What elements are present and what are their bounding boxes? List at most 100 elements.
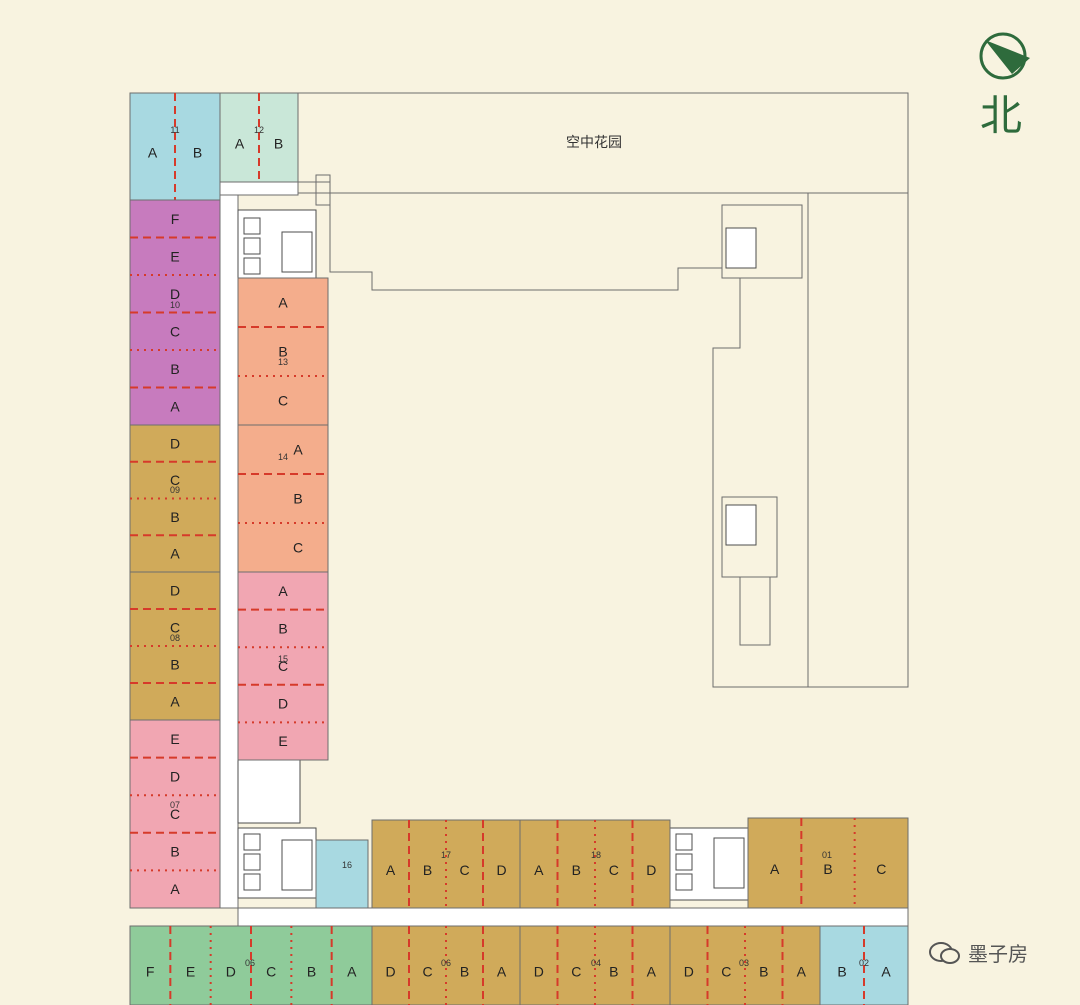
unit-block[interactable] (315, 839, 369, 909)
subunit-label: B (572, 862, 581, 878)
north-arrow: 北 (979, 32, 1030, 140)
subunit-label: F (171, 211, 180, 227)
subunit-label: B (293, 491, 302, 507)
subunit-label: D (684, 964, 694, 980)
unit-number: 09 (170, 485, 180, 495)
subunit-label: B (609, 964, 618, 980)
unit-block[interactable] (129, 719, 221, 909)
subunit-label: A (278, 295, 288, 311)
subunit-label: A (497, 964, 507, 980)
unit-number: 17 (441, 850, 451, 860)
subunit-label: B (837, 964, 846, 980)
unit-number: 13 (278, 357, 288, 367)
subunit-label: A (170, 881, 180, 897)
subunit-label: B (170, 657, 179, 673)
subunit-label: C (170, 323, 180, 339)
unit-number: 18 (591, 850, 601, 860)
unit-number: 02 (859, 958, 869, 968)
subunit-label: B (170, 361, 179, 377)
unit-17[interactable]: A B C D (371, 819, 521, 909)
unit-number: 06 (245, 958, 255, 968)
garden-label: 空中花园 (566, 135, 622, 151)
core-blocks (237, 209, 757, 901)
subunit-label: C (459, 862, 469, 878)
unit-number: 10 (170, 300, 180, 310)
subunit-label: A (235, 136, 245, 152)
compass-needle-icon (985, 40, 1030, 74)
subunit-label: B (423, 862, 432, 878)
unit-block[interactable] (669, 925, 821, 1005)
subunit-label: B (170, 844, 179, 860)
structure-outline (297, 92, 909, 688)
subunit-label: D (226, 964, 236, 980)
unit-13[interactable]: A B C (237, 277, 329, 426)
unit-block[interactable] (747, 817, 909, 909)
subunit-label: C (170, 472, 180, 488)
subunit-label: F (146, 964, 155, 980)
subunit-label: D (496, 862, 506, 878)
subunit-label: B (307, 964, 316, 980)
subunit-label: E (278, 733, 287, 749)
unit-14[interactable]: A B C (237, 424, 329, 573)
unit-block[interactable] (237, 571, 329, 761)
subunit-label: A (170, 546, 180, 562)
unit-number: 04 (591, 958, 601, 968)
unit-block[interactable] (519, 925, 671, 1005)
unit-number: 11 (170, 125, 179, 135)
subunit-label: A (347, 964, 357, 980)
unit-block[interactable] (371, 925, 521, 1005)
wechat-icon (929, 941, 960, 964)
subunit-label: D (170, 435, 180, 451)
subunit-label: C (422, 964, 432, 980)
subunit-label: C (609, 862, 619, 878)
subunit-label: C (721, 964, 731, 980)
subunit-label: D (385, 964, 395, 980)
subunit-label: E (170, 248, 179, 264)
unit-16[interactable] (315, 839, 369, 909)
subunit-label: A (148, 145, 158, 161)
subunit-label: A (170, 694, 180, 710)
subunit-label: A (647, 964, 657, 980)
subunit-label: A (534, 862, 544, 878)
unit-number: 01 (822, 850, 832, 860)
unit-09[interactable]: D C B A (129, 424, 221, 573)
subunit-label: A (797, 964, 807, 980)
subunit-label: B (278, 620, 287, 636)
subunit-label: C (170, 620, 180, 636)
north-label: 北 (980, 91, 1022, 140)
unit-number: 08 (170, 633, 180, 643)
unit-number: 12 (254, 125, 264, 135)
subunit-label: E (186, 964, 195, 980)
unit-block[interactable] (237, 277, 329, 426)
subunit-label: C (266, 964, 276, 980)
subunit-label: A (386, 862, 396, 878)
subunit-label: A (881, 964, 891, 980)
subunit-label: B (278, 344, 287, 360)
subunit-label: A (293, 442, 303, 458)
subunit-label: C (876, 861, 886, 877)
subunit-label: C (278, 393, 288, 409)
subunit-label: B (170, 509, 179, 525)
unit-number: 06 (441, 958, 451, 968)
subunit-label: D (534, 964, 544, 980)
subunit-label: C (293, 540, 303, 556)
unit-block[interactable] (237, 424, 329, 573)
unit-number: 07 (170, 800, 180, 810)
subunit-label: D (170, 286, 180, 302)
